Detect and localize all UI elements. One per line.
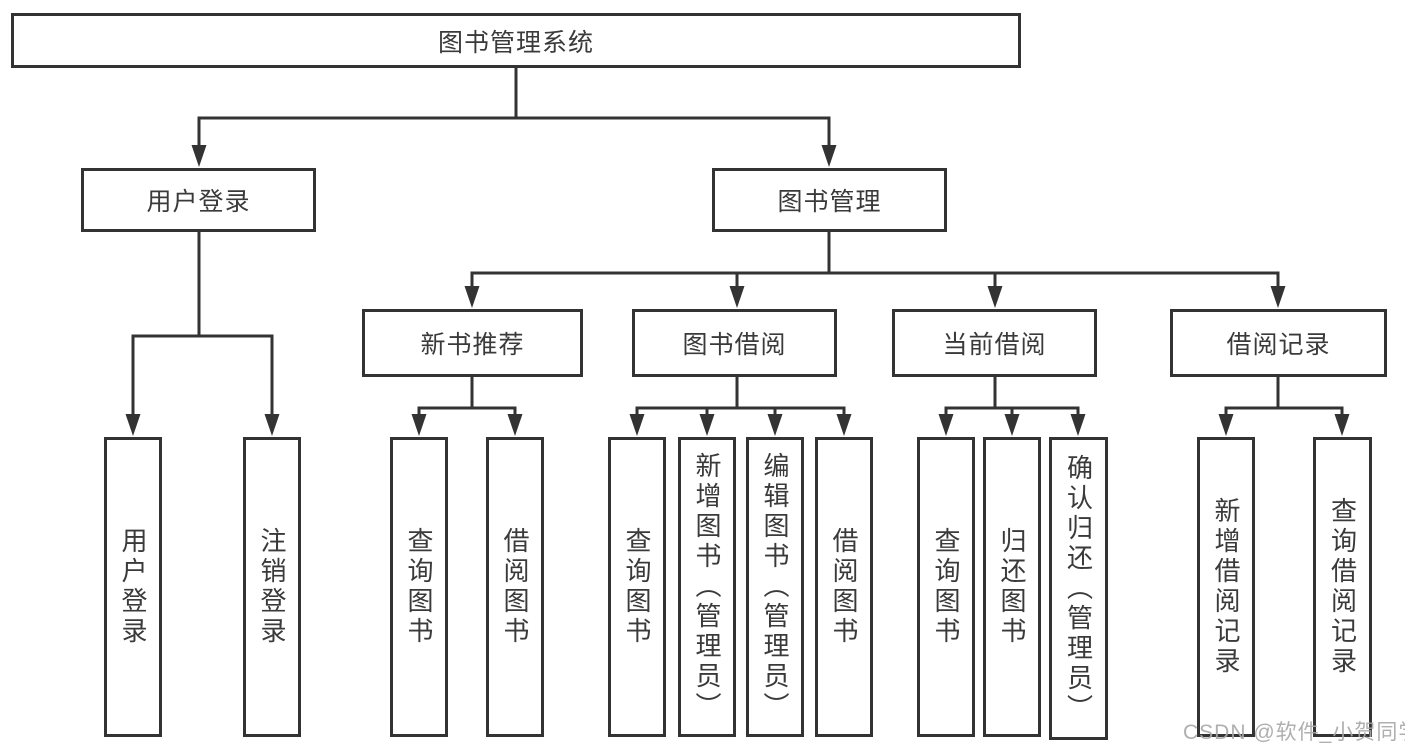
csdn-watermark: CSDN @软件_小贺同学 [1183,721,1405,744]
leaf-borrow-books-recommend: 借阅图书 [486,437,544,737]
node-book-borrowing: 图书借阅 [632,309,837,377]
node-book-management: 图书管理 [712,168,947,232]
leaf-query-books-current: 查询图书 [917,437,975,737]
connector-book-borrow-branch [635,375,846,421]
leaf-add-books-admin: 新增图书（管理员） [678,437,736,737]
leaf-query-borrow-record: 查询借阅记录 [1313,437,1372,737]
node-new-book-recommendation: 新书推荐 [362,309,583,377]
connector-borrow-record-branch [1224,375,1344,421]
connector-current-borrow-branch [944,375,1080,421]
leaf-query-books-borrowing: 查询图书 [608,437,666,737]
node-borrowing-records: 借阅记录 [1170,309,1387,377]
leaf-return-books: 归还图书 [983,437,1041,737]
leaf-query-books-recommend: 查询图书 [390,437,448,737]
leaf-add-borrow-record: 新增借阅记录 [1197,437,1255,737]
leaf-edit-books-admin: 编辑图书（管理员） [746,437,804,737]
node-current-borrowing: 当前借阅 [892,309,1097,377]
leaf-borrow-books: 借阅图书 [815,437,873,737]
connector-new-book-branch [417,375,517,421]
node-library-system: 图书管理系统 [11,13,1021,68]
arrowheads [125,145,1350,436]
connector-book-mgmt-to-level3 [470,230,1280,293]
connector-user-login-branch [131,230,274,421]
connector-root-to-level2 [197,66,831,152]
node-user-login: 用户登录 [81,168,316,232]
leaf-confirm-return-admin: 确认归还（管理员） [1049,437,1108,740]
leaf-user-login: 用户登录 [104,437,162,737]
leaf-logout: 注销登录 [243,437,301,737]
